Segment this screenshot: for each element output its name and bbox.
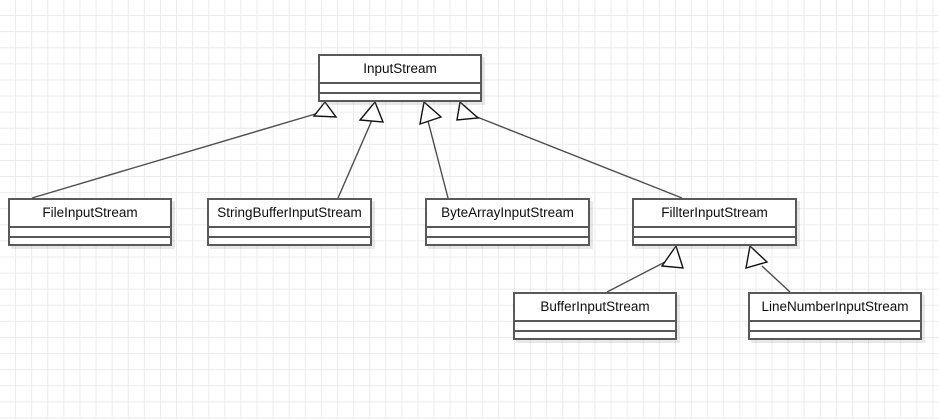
generalization-line-number-input-stream <box>745 244 791 293</box>
generalization-string-buffer-input-stream <box>337 100 385 199</box>
class-operations-line-number-input-stream <box>750 332 920 340</box>
class-name-line-number-input-stream: LineNumberInputStream <box>750 294 920 322</box>
class-name-fillter-input-stream: FillterInputStream <box>634 200 795 228</box>
class-box-byte-array-input-stream[interactable]: ByteArrayInputStream <box>425 198 590 246</box>
generalization-file-input-stream <box>31 100 338 199</box>
class-operations-file-input-stream <box>10 238 170 246</box>
class-attributes-file-input-stream <box>10 228 170 238</box>
class-attributes-buffer-input-stream <box>515 322 675 332</box>
class-box-input-stream[interactable]: InputStream <box>318 54 482 102</box>
generalization-buffer-input-stream <box>606 244 684 293</box>
class-operations-input-stream <box>320 94 480 102</box>
class-name-input-stream: InputStream <box>320 56 480 84</box>
class-box-string-buffer-input-stream[interactable]: StringBufferInputStream <box>207 198 372 246</box>
class-attributes-byte-array-input-stream <box>427 228 588 238</box>
class-box-fillter-input-stream[interactable]: FillterInputStream <box>632 198 797 246</box>
generalization-byte-array-input-stream <box>419 100 449 199</box>
class-operations-byte-array-input-stream <box>427 238 588 246</box>
class-operations-buffer-input-stream <box>515 332 675 340</box>
class-attributes-line-number-input-stream <box>750 322 920 332</box>
class-attributes-fillter-input-stream <box>634 228 795 238</box>
class-operations-fillter-input-stream <box>634 238 795 246</box>
class-box-file-input-stream[interactable]: FileInputStream <box>8 198 172 246</box>
class-name-byte-array-input-stream: ByteArrayInputStream <box>427 200 588 228</box>
class-attributes-input-stream <box>320 84 480 94</box>
class-operations-string-buffer-input-stream <box>209 238 370 246</box>
generalization-fillter-input-stream <box>456 100 683 199</box>
class-name-file-input-stream: FileInputStream <box>10 200 170 228</box>
class-name-buffer-input-stream: BufferInputStream <box>515 294 675 322</box>
class-name-string-buffer-input-stream: StringBufferInputStream <box>209 200 370 228</box>
class-attributes-string-buffer-input-stream <box>209 228 370 238</box>
class-box-line-number-input-stream[interactable]: LineNumberInputStream <box>748 292 922 340</box>
class-box-buffer-input-stream[interactable]: BufferInputStream <box>513 292 677 340</box>
